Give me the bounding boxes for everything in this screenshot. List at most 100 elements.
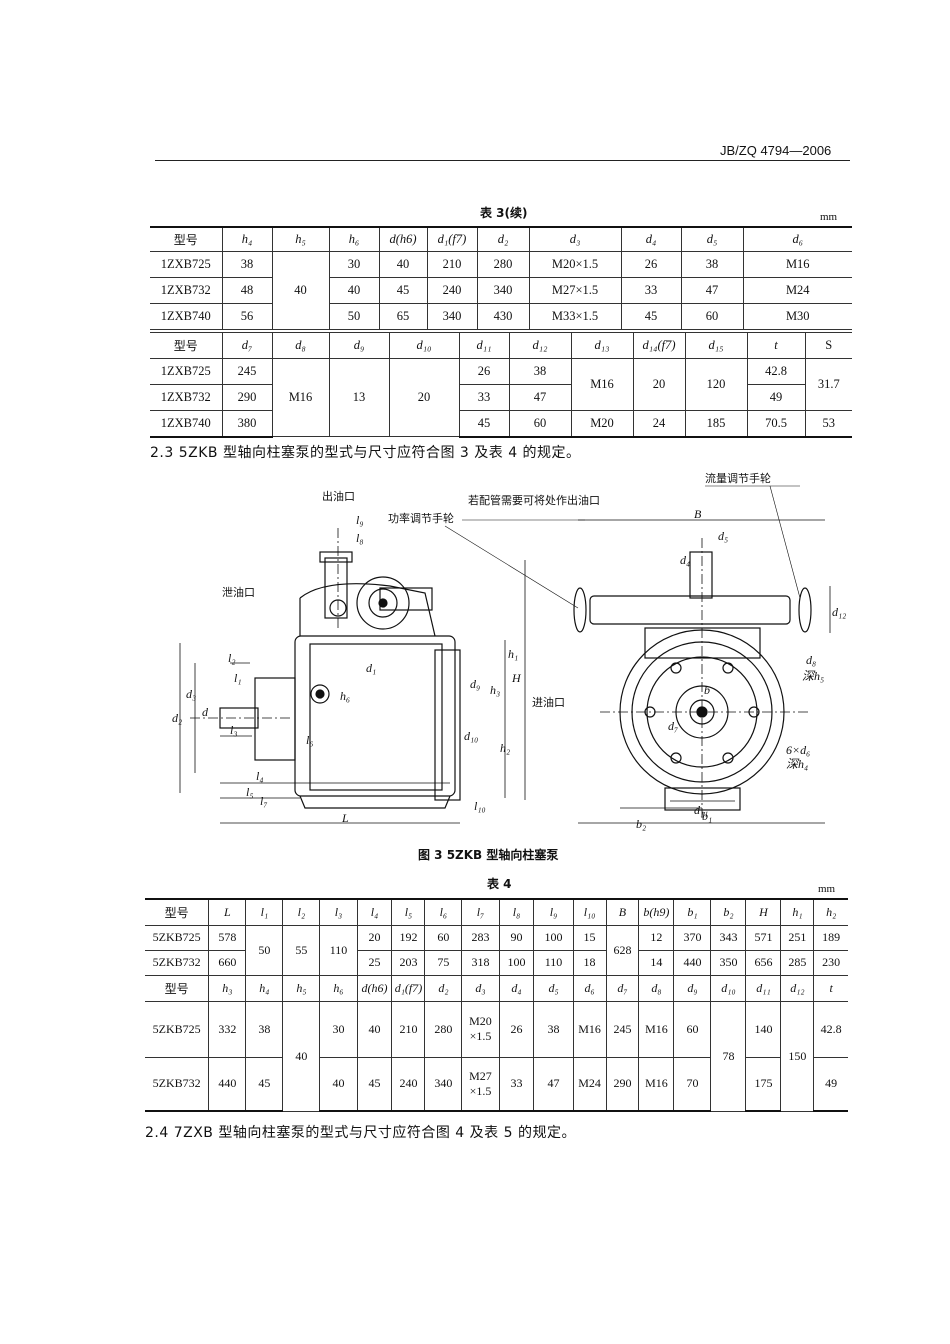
table-cell: 350: [710, 949, 747, 976]
col-header: d₃: [461, 974, 500, 1002]
table-cell: 1ZXB732: [150, 276, 223, 304]
table-cell: 38: [508, 358, 572, 385]
table-cell: 571: [745, 924, 782, 951]
col-header: L: [208, 898, 247, 926]
col-header: d₇: [605, 974, 640, 1002]
col-header: b(h9): [638, 898, 675, 926]
table-cell: 230: [813, 949, 848, 976]
col-header: 型号: [145, 974, 210, 1002]
table-cell: 245: [605, 1000, 640, 1058]
table-cell: 343: [710, 924, 747, 951]
table3-part1: 型号 h₄ h₅ h₆ d(h6) d₁(f7) d₂ d₃ d₄ d₅ d₆ …: [150, 226, 852, 330]
col-header: d₁₁: [458, 332, 510, 359]
table-cell: 60: [673, 1000, 712, 1058]
table-cell: 240: [426, 276, 478, 304]
table-cell: 65: [378, 302, 428, 330]
col-header: l₆: [424, 898, 463, 926]
dim-b1: b₁: [702, 809, 712, 823]
dim-d6: 6×d₆: [786, 743, 810, 757]
table-cell: M16: [572, 1000, 607, 1058]
table-cell: 24: [632, 410, 686, 438]
table-cell: M20: [570, 410, 634, 438]
pump-drawing: 出油口 泄油口 进油口 功率调节手轮 若配管需要可将处作出油口 流量调节手轮 l…: [172, 471, 846, 831]
table-cell: 280: [476, 250, 530, 278]
table-cell: 42.8: [813, 1000, 848, 1058]
dim-d12: d₁₂: [832, 605, 846, 619]
table-cell: 340: [476, 276, 530, 304]
col-header: d₈: [271, 332, 330, 359]
dim-d2: d₂: [172, 711, 182, 725]
table-cell: 1ZXB740: [150, 410, 223, 438]
table-row: 5ZKB725 578 50 55 110 20 192 60 283 90 1…: [145, 924, 848, 976]
table-cell: 5ZKB725: [145, 1000, 210, 1058]
table-cell: 340: [424, 1056, 463, 1112]
table-cell: 38: [680, 250, 744, 278]
table-cell: 48: [221, 276, 273, 304]
dimension-lines: [179, 485, 831, 824]
dim-l4: l₄: [256, 769, 264, 783]
figure-labels: 出油口 泄油口 进油口 功率调节手轮 若配管需要可将处作出油口 流量调节手轮 l…: [172, 471, 846, 831]
label-drain: 泄油口: [222, 585, 255, 599]
label-power-wheel: 功率调节手轮: [388, 511, 454, 525]
table-cell: 47: [508, 384, 572, 411]
col-header: d₅: [680, 226, 744, 252]
col-header: d₁₄(f7): [632, 332, 686, 359]
col-header: l₇: [461, 898, 500, 926]
table-cell: M30: [742, 302, 852, 330]
table-cell: 240: [391, 1056, 426, 1112]
table-cell: M16: [271, 358, 330, 437]
table-cell: 45: [378, 276, 428, 304]
table-cell: 31.7: [804, 358, 852, 411]
table-cell: 30: [328, 250, 380, 278]
table-cell: 340: [426, 302, 478, 330]
cell-line: ×1.5: [469, 1083, 492, 1098]
table-cell: 5ZKB725: [145, 924, 210, 951]
label-inlet: 进油口: [532, 695, 565, 709]
table-cell: 20: [632, 358, 686, 411]
table-cell: 1ZXB725: [150, 250, 223, 278]
dim-l6: l₆: [306, 733, 314, 747]
col-header: S: [804, 332, 852, 359]
table3-header-row: 型号 h₄ h₅ h₆ d(h6) d₁(f7) d₂ d₃ d₄ d₅ d₆: [150, 226, 852, 252]
table-cell: 210: [391, 1000, 426, 1058]
col-header: l₄: [356, 898, 393, 926]
col-header: d(h6): [356, 974, 393, 1002]
cell-line: M20: [469, 1014, 492, 1028]
figure3-caption: 图 3 5ZKB 型轴向柱塞泵: [418, 848, 559, 862]
table-cell: 70: [673, 1056, 712, 1112]
table-cell: 5ZKB732: [145, 949, 210, 976]
table-cell: M24: [572, 1056, 607, 1112]
table-cell: 185: [684, 410, 748, 438]
table-cell: 50: [328, 302, 380, 330]
dim-B: B: [694, 507, 702, 521]
table-cell: 40: [319, 1056, 358, 1112]
table-cell: 60: [508, 410, 572, 438]
paragraph-2-3: 2.3 5ZKB 型轴向柱塞泵的型式与尺寸应符合图 3 及表 4 的规定。: [150, 445, 581, 461]
dim-l8: l₈: [356, 531, 364, 545]
dim-l1: l₁: [234, 671, 242, 685]
table-cell: 90: [498, 924, 535, 951]
table-cell: 13: [328, 358, 390, 437]
table-cell: 49: [746, 384, 806, 411]
dim-d5: d₅: [718, 529, 728, 543]
table-cell: 1ZXB740: [150, 302, 223, 330]
col-header: 型号: [150, 226, 223, 252]
col-header: h₁: [780, 898, 815, 926]
table-cell: 283: [461, 924, 500, 951]
table-cell: 40: [378, 250, 428, 278]
col-header: h₂: [813, 898, 848, 926]
header-rule: [155, 160, 850, 161]
table-cell: 285: [780, 949, 815, 976]
table-cell: 56: [221, 302, 273, 330]
col-header: d₁₀: [710, 974, 747, 1002]
col-header: d₁₃: [570, 332, 634, 359]
dim-l7: l₇: [260, 794, 268, 808]
table-row: 1ZXB740 56 50 65 340 430 M33×1.5 45 60 M…: [150, 302, 852, 330]
col-header: l₁₀: [572, 898, 607, 926]
table-cell: 15: [572, 924, 607, 951]
table-cell: 26: [620, 250, 682, 278]
col-header: d(h6): [378, 226, 428, 252]
table-cell: 60: [680, 302, 744, 330]
col-header: H: [745, 898, 782, 926]
table-cell: 55: [282, 924, 321, 976]
